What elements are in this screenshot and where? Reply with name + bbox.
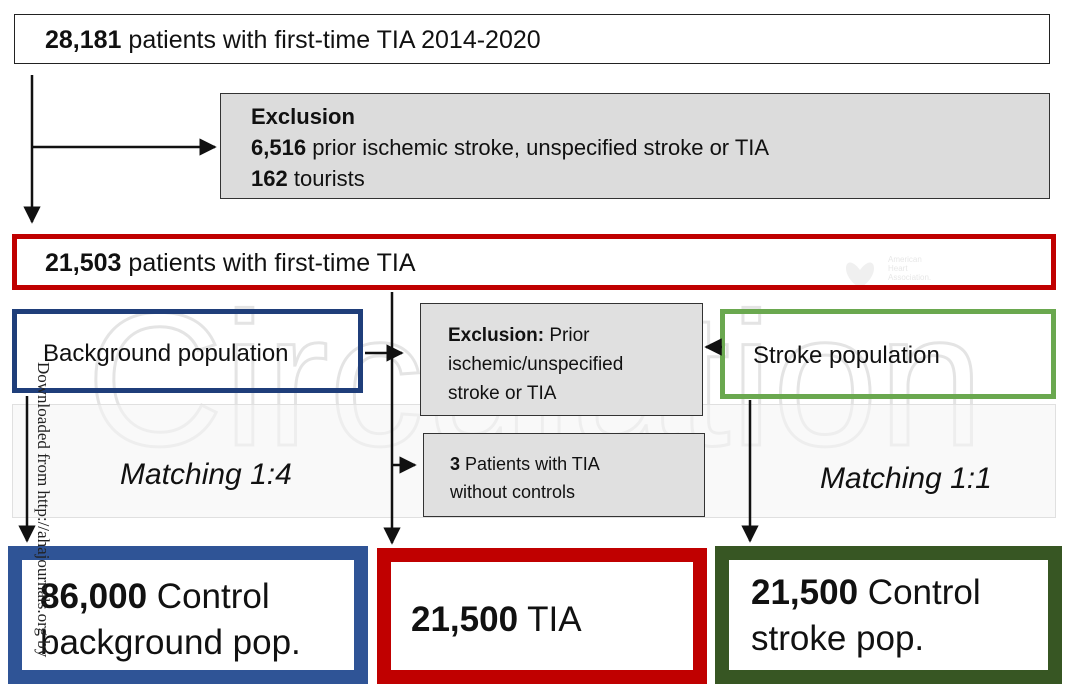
tia-text: 21,500 TIA [411, 600, 582, 640]
exclusion-tourists-count: 162 [251, 166, 288, 191]
control-stroke-count: 21,500 [751, 573, 859, 612]
exclusion-2-line2: ischemic/unspecified [448, 354, 624, 375]
total-patients-count: 28,181 [45, 26, 122, 54]
matching-left-label: Matching 1:4 [120, 458, 292, 491]
download-side-note: Downloaded from http://ahajournals.org b… [34, 362, 53, 658]
total-patients-label: patients with first-time TIA 2014-2020 [128, 26, 541, 54]
exclusion-prior-stroke-count: 6,516 [251, 135, 307, 160]
exclusion-box-2: Exclusion: Prior ischemic/unspecified st… [420, 303, 703, 416]
control-stroke-line2: stroke pop. [751, 619, 925, 658]
tia-count: 21,500 [411, 600, 519, 639]
exclusion-prior-stroke-label: prior ischemic stroke, unspecified strok… [312, 135, 770, 160]
exclusion-tourists-label: tourists [293, 166, 365, 191]
exclusion-box-1: Exclusion 6,516 prior ischemic stroke, u… [220, 93, 1050, 199]
control-background-box: 86,000 Control background pop. [8, 546, 368, 684]
aha-logo-icon: American Heart Association. [846, 255, 931, 288]
exclusion-3-line1: Patients with TIA [465, 454, 600, 474]
exclusion-line-1: 6,516 prior ischemic stroke, unspecified… [251, 135, 769, 161]
first-time-tia-label: patients with first-time TIA [128, 249, 416, 277]
first-time-tia-box: 21,503 patients with first-time TIA [12, 234, 1056, 290]
stroke-population-label: Stroke population [753, 342, 940, 369]
control-background-line1: Control [156, 577, 270, 616]
exclusion-2-line1: Prior [549, 325, 590, 346]
exclusion-2-line3: stroke or TIA [448, 383, 557, 404]
first-time-tia-text: 21,503 patients with first-time TIA [45, 249, 416, 278]
tia-box: 21,500 TIA [377, 548, 707, 684]
control-background-text: 86,000 Control background pop. [40, 574, 301, 666]
exclusion-line-2: 162 tourists [251, 166, 365, 192]
tia-label: TIA [527, 600, 582, 639]
first-time-tia-count: 21,503 [45, 249, 122, 277]
background-population-box: Background population [12, 309, 363, 393]
aha-logo-line2: Heart [888, 264, 908, 273]
control-stroke-text: 21,500 Control stroke pop. [751, 570, 981, 662]
control-background-count: 86,000 [40, 577, 148, 616]
aha-logo-line1: American [888, 255, 922, 264]
exclusion-title: Exclusion [251, 104, 355, 129]
matching-right-label: Matching 1:1 [820, 462, 992, 495]
exclusion-box-3: 3 Patients with TIA without controls [423, 433, 705, 517]
exclusion-2-title: Exclusion: [448, 325, 545, 346]
exclusion-3-count: 3 [450, 454, 461, 474]
total-patients-box: 28,181 patients with first-time TIA 2014… [14, 14, 1050, 64]
control-background-line2: background pop. [40, 623, 301, 662]
exclusion-3-text: 3 Patients with TIA without controls [450, 450, 600, 506]
control-stroke-box: 21,500 Control stroke pop. [715, 546, 1062, 684]
control-stroke-line1: Control [867, 573, 981, 612]
background-population-label: Background population [43, 340, 289, 367]
exclusion-2-text: Exclusion: Prior ischemic/unspecified st… [448, 321, 623, 408]
stroke-population-box: Stroke population [720, 309, 1056, 399]
exclusion-3-line2: without controls [450, 482, 576, 502]
total-patients-text: 28,181 patients with first-time TIA 2014… [45, 26, 541, 55]
aha-logo-line3: Association. [888, 273, 931, 282]
